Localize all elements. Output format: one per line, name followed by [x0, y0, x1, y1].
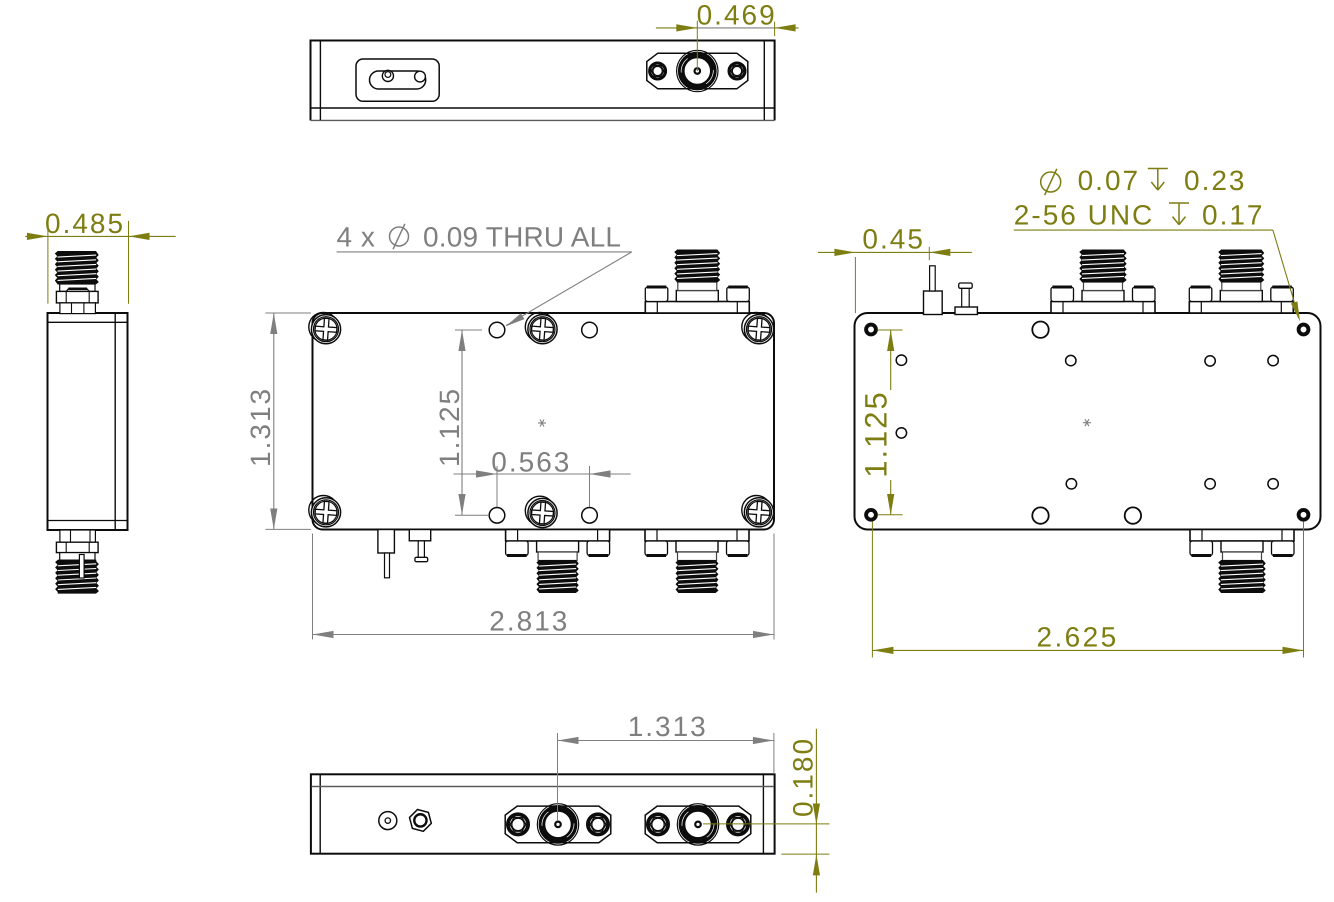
- svg-text:0.469: 0.469: [697, 0, 777, 30]
- svg-text:0.485: 0.485: [45, 208, 125, 239]
- svg-text:1.125: 1.125: [434, 387, 465, 467]
- svg-text:0.23: 0.23: [1184, 165, 1247, 196]
- svg-text:2.813: 2.813: [489, 605, 569, 636]
- svg-text:1.125: 1.125: [859, 390, 894, 478]
- svg-text:1.313: 1.313: [628, 711, 708, 742]
- svg-text:0.17: 0.17: [1202, 200, 1265, 231]
- svg-text:2-56 UNC: 2-56 UNC: [1014, 200, 1154, 231]
- svg-text:0.45: 0.45: [862, 224, 925, 255]
- svg-text:0.07: 0.07: [1078, 165, 1141, 196]
- svg-text:0.09 THRU ALL: 0.09 THRU ALL: [423, 222, 621, 253]
- svg-text:1.313: 1.313: [245, 387, 276, 467]
- svg-text:2.625: 2.625: [1037, 622, 1119, 653]
- svg-text:4 x: 4 x: [337, 222, 376, 253]
- svg-text:0.563: 0.563: [491, 447, 571, 478]
- svg-text:0.180: 0.180: [788, 737, 819, 817]
